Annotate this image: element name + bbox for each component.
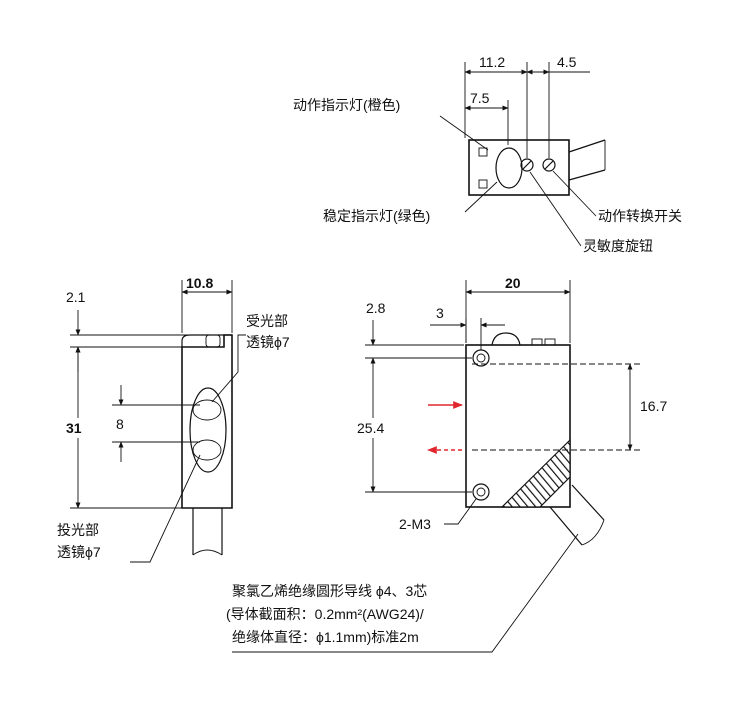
operation-switch (542, 158, 556, 172)
screw-hole-bottom (472, 483, 490, 501)
cable-note-line-3: 绝缘体直径：ϕ1.1mm)标准2m (232, 629, 419, 645)
dim-7-5: 7.5 (470, 90, 490, 106)
dim-10-8: 10.8 (186, 275, 213, 291)
dim-16-7: 16.7 (640, 398, 667, 414)
cable-note-line-2: (导体截面积：0.2mm²(AWG24)/ (226, 606, 424, 622)
dim-8: 8 (116, 416, 124, 432)
dim-2-8: 2.8 (366, 300, 386, 316)
label-receiver-lens: 透镜ϕ7 (246, 334, 290, 350)
label-sensitivity-knob: 灵敏度旋钮 (583, 238, 653, 254)
label-operation-switch: 动作转换开关 (598, 208, 682, 224)
side-view-body (181, 334, 233, 509)
side-view: 10.8 2.1 31 8 受光部 透镜ϕ7 投光部 透镜ϕ7 (57, 275, 290, 563)
top-view: 11.2 4.5 7.5 动作指示灯(橙色) 稳定指示灯(绿色) 动作转换开关 … (293, 54, 682, 254)
dim-31: 31 (66, 420, 82, 436)
dim-11-2: 11.2 (479, 54, 505, 70)
cable-leader (232, 533, 579, 653)
label-operation-indicator: 动作指示灯(橙色) (293, 97, 400, 113)
side-lens (189, 387, 227, 473)
top-view-body (468, 139, 570, 196)
dim-20: 20 (505, 275, 521, 291)
front-view: 20 3 2.8 25.4 16.7 2-M3 (355, 275, 667, 546)
dim-2-1: 2.1 (66, 289, 86, 305)
label-receiver: 受光部 (246, 313, 288, 329)
dim-25-4: 25.4 (357, 420, 384, 436)
label-stable-indicator: 稳定指示灯(绿色) (323, 208, 430, 224)
cable-gland (500, 438, 571, 508)
label-emitter-lens: 透镜ϕ7 (57, 544, 101, 560)
label-emitter: 投光部 (57, 522, 99, 538)
cable-note-line-1: 聚氯乙烯绝缘圆形导线 ϕ4、3芯 (232, 583, 427, 599)
cable-note: 聚氯乙烯绝缘圆形导线 ϕ4、3芯 (导体截面积：0.2mm²(AWG24)/ 绝… (226, 533, 579, 653)
dim-4-5: 4.5 (557, 54, 577, 70)
dim-3: 3 (436, 305, 444, 321)
label-screw: 2-M3 (399, 516, 431, 532)
sensitivity-knob (520, 158, 534, 172)
